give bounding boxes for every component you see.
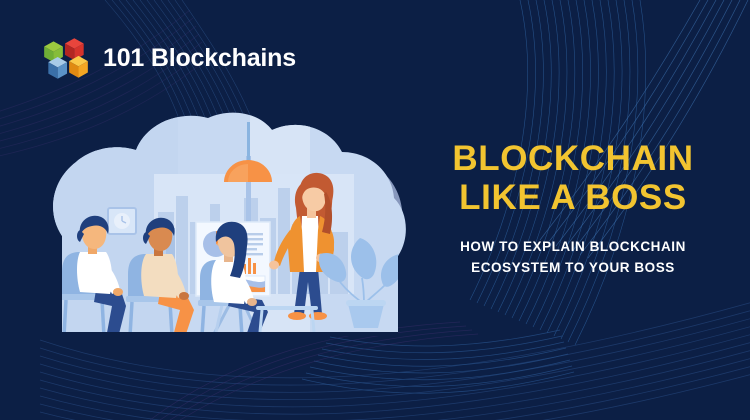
headline-line-2: LIKE A BOSS (459, 177, 687, 217)
scene-cloud-blob (53, 112, 406, 337)
purple-underwave-bottom (149, 321, 479, 420)
wave-bundle-lower (39, 302, 750, 420)
monstera-plant (318, 238, 403, 328)
mesh-fan-center-right (469, 0, 647, 346)
subheadline-line-1: HOW TO EXPLAIN BLOCKCHAIN (460, 239, 686, 254)
seated-person-woman (198, 221, 268, 337)
headline-line-1: BLOCKCHAIN (452, 139, 694, 178)
pendant-lamp (224, 122, 272, 182)
subheadline-line-2: ECOSYSTEM TO YOUR BOSS (471, 259, 675, 275)
business-presentation-illustration (53, 112, 406, 337)
headline-block: BLOCKCHAIN LIKE A BOSS HOW TO EXPLAIN BL… (418, 139, 728, 279)
cube-orange (69, 55, 88, 78)
seated-person-beige (126, 217, 194, 337)
flipchart-text-grid (237, 233, 263, 256)
mesh-wedge-bottom-left (301, 329, 575, 394)
brand-logo[interactable]: 101 Blockchains (40, 32, 296, 84)
four-isometric-cubes-icon (44, 38, 88, 79)
page-subtitle: HOW TO EXPLAIN BLOCKCHAIN ECOSYSTEM TO Y… (418, 237, 728, 279)
brand-name: 101 Blockchains (103, 43, 296, 72)
purple-wave-top-left (0, 9, 209, 157)
side-table (256, 306, 318, 333)
wall-clock (107, 207, 137, 235)
page-title: BLOCKCHAIN LIKE A BOSS (418, 139, 728, 217)
diagonal-ribbon-right (539, 0, 749, 259)
cube-red (64, 38, 84, 61)
seated-person-man (60, 215, 126, 337)
